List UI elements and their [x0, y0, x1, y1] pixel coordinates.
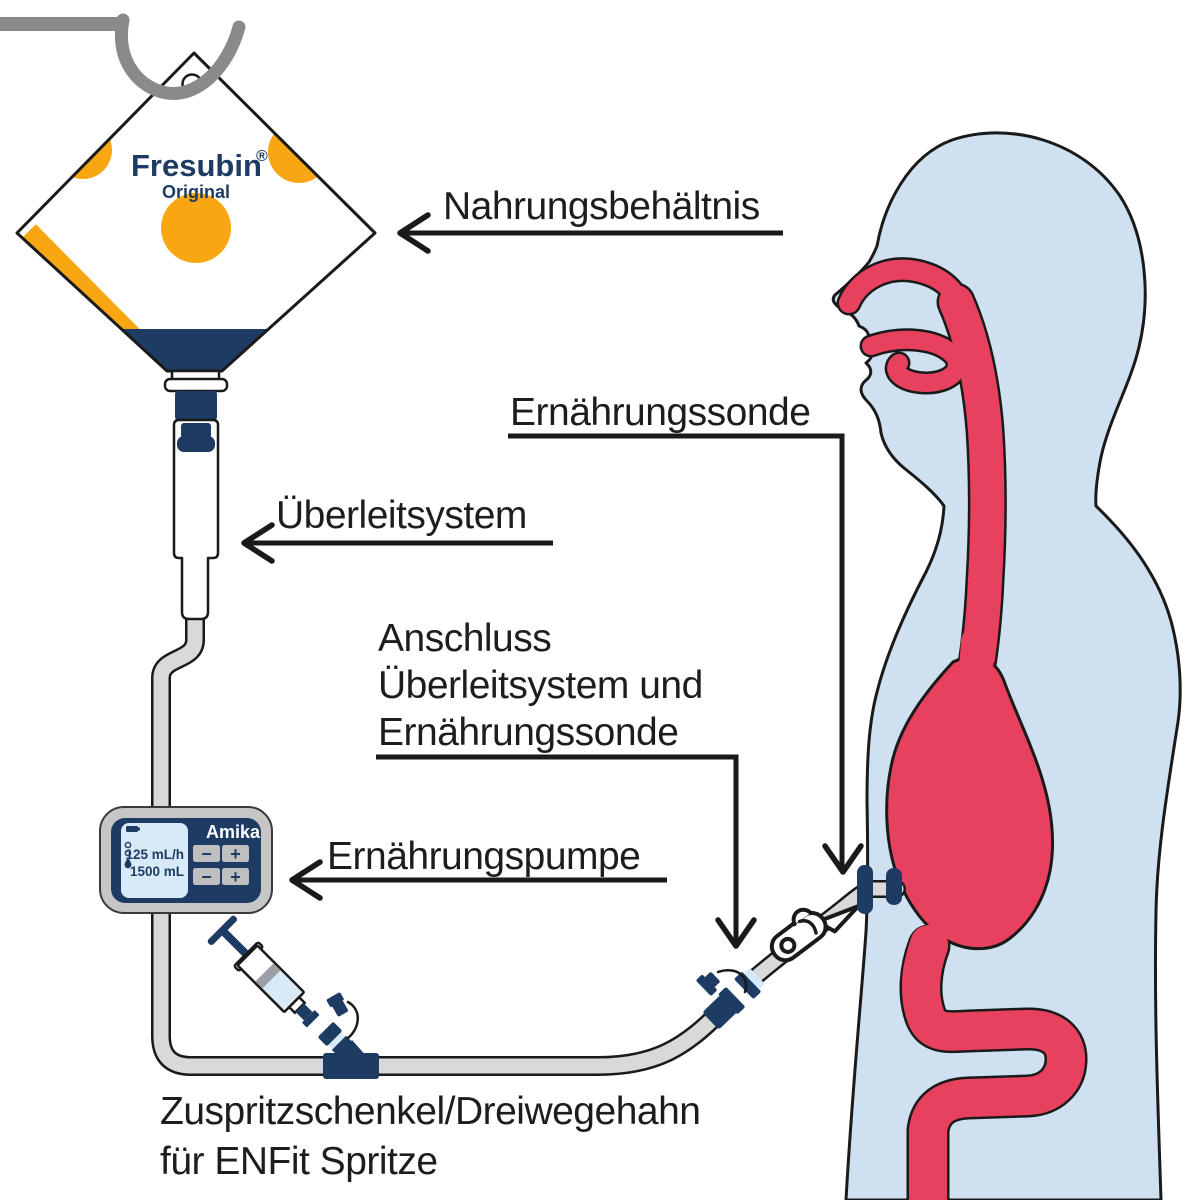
bag-outlet-cap	[175, 391, 217, 420]
feeding-pump: 125 mL/h 1500 mL Amika − + − +	[99, 806, 273, 914]
label-anschluss-line3: Ernährungssonde	[378, 711, 678, 754]
label-ernaehrungspumpe: Ernährungspumpe	[327, 835, 640, 878]
three-way-valve	[318, 992, 379, 1079]
bag-variant: Original	[162, 182, 230, 202]
port-cap	[326, 992, 348, 1017]
cap-strap	[716, 969, 748, 994]
feeding-bag: Fresubin ® Original	[15, 51, 377, 373]
transfer-system	[163, 369, 229, 621]
pump-minus-button-top	[193, 845, 220, 862]
stomach	[885, 655, 1055, 951]
patient-body	[831, 131, 1182, 1200]
label-ueberleitsystem: Überleitsystem	[276, 494, 527, 537]
label-nahrungsbehaeltnis: Nahrungsbehältnis	[443, 185, 760, 228]
battery-icon	[126, 826, 140, 832]
label-zuspritzschenkel-line1: Zuspritzschenkel/Dreiwegehahn	[160, 1090, 700, 1133]
label-ernaehrungssonde: Ernährungssonde	[510, 391, 810, 434]
pump-minus-button-bottom	[193, 868, 220, 885]
minus-icon: −	[201, 867, 212, 887]
annotations: Nahrungsbehältnis Überleitsystem Ernähru…	[160, 185, 864, 1183]
pump-plus-button-top	[222, 845, 249, 862]
pump-brand: Amika	[206, 822, 261, 842]
oral-cavity	[862, 330, 966, 392]
syringe-seal	[255, 963, 281, 989]
syringe-plunger-rod	[220, 928, 251, 959]
pump-screen	[121, 823, 188, 898]
hook-icon	[115, 13, 246, 100]
label-anschluss-line2: Überleitsystem und	[378, 664, 703, 707]
pump-rate-value: 125 mL/h	[125, 847, 184, 862]
pump-volume-value: 1500 mL	[130, 864, 184, 879]
plus-icon: +	[230, 867, 241, 887]
tube-clamp	[769, 904, 861, 963]
plus-icon: +	[230, 844, 241, 864]
enfit-syringe	[207, 915, 320, 1028]
feeding-tube-line	[744, 865, 906, 988]
tube-side-connector	[734, 968, 765, 999]
bag-registered-mark: ®	[256, 148, 268, 165]
port-cap-strap	[346, 1000, 359, 1040]
label-anschluss-line1: Anschluss	[378, 617, 551, 660]
syringe-handle	[207, 915, 238, 946]
transfer-tube	[151, 600, 730, 1076]
drip-rate-icon	[124, 841, 132, 869]
injection-port	[318, 1022, 359, 1063]
drip-chamber	[172, 418, 220, 621]
arrow-left-icon	[241, 522, 275, 564]
label-zuspritzschenkel-line2: für ENFit Spritze	[160, 1140, 438, 1183]
arrow-down-icon	[822, 843, 864, 875]
digestive-tract	[836, 257, 1088, 1200]
hanger-hook	[0, 13, 246, 100]
bag-liquid	[112, 329, 277, 371]
syringe-liquid	[262, 970, 302, 1010]
connector-cap	[696, 972, 720, 996]
external-bolster	[857, 865, 873, 914]
enfit-connection	[696, 968, 765, 1029]
bag-brand: Fresubin	[131, 148, 262, 183]
internal-bolster	[886, 868, 902, 905]
arrow-left-icon	[397, 212, 431, 254]
arrow-down-icon	[715, 917, 757, 949]
pump-plus-button-bottom	[222, 868, 249, 885]
arrow-left-icon	[289, 859, 323, 901]
transfer-side-connector	[703, 987, 745, 1029]
minus-icon: −	[201, 844, 212, 864]
